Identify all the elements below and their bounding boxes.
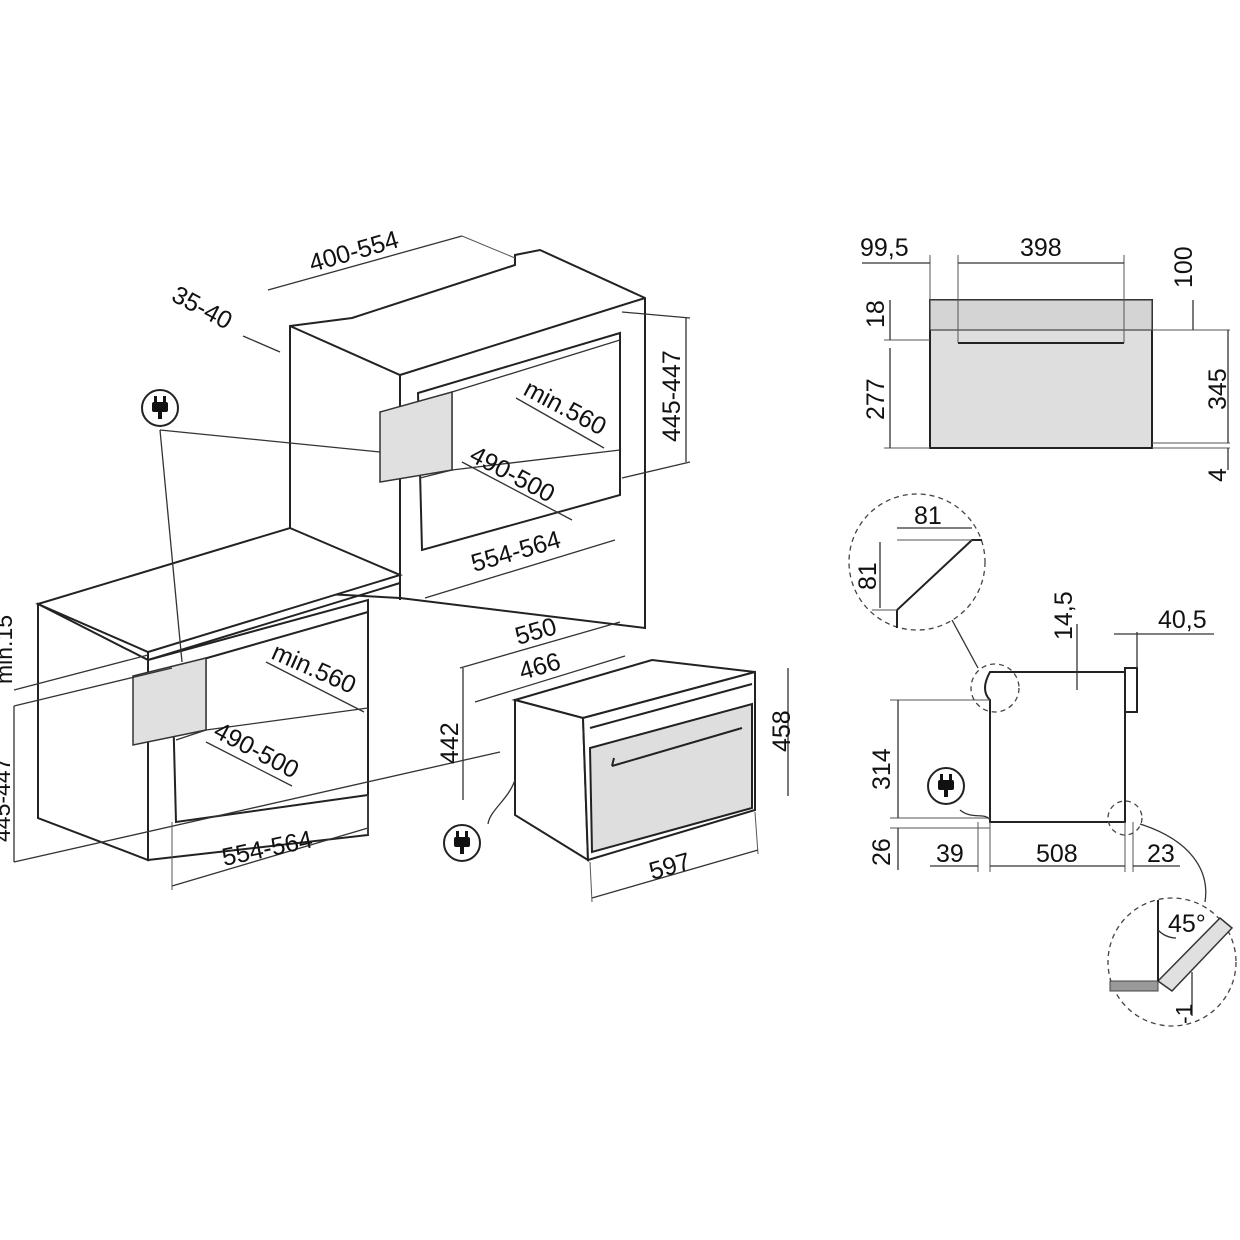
ext-line — [13, 667, 173, 707]
leader-line-lower — [159, 429, 183, 663]
detail-bottom-angle-arc — [1157, 929, 1177, 939]
dim-line-under-490-500 — [205, 741, 293, 787]
label-314: 314 — [868, 748, 896, 790]
ext-line — [461, 235, 516, 259]
label-4: 4 — [1204, 468, 1232, 482]
tall-niche-inner-top — [451, 339, 621, 393]
label-458: 458 — [768, 710, 796, 752]
label-minus1: -1 — [1171, 1004, 1197, 1024]
ext-line — [13, 654, 149, 691]
tall-cabinet — [35, 248, 646, 662]
detail-leader-top — [951, 619, 979, 669]
label-442: 442 — [436, 722, 464, 764]
control-panel-edge — [589, 683, 753, 729]
label-min15: min.15 — [0, 615, 17, 684]
detail-leader-bottom — [1139, 823, 1207, 903]
dim-line-466 — [474, 655, 626, 703]
ext-line — [621, 461, 691, 479]
dim-line-400-554 — [267, 235, 463, 291]
power-cable — [487, 779, 516, 825]
label-under-445-447: 445-447 — [0, 758, 15, 842]
dim-line-597 — [591, 849, 759, 899]
plug-icon — [443, 824, 481, 862]
label-277: 277 — [862, 378, 890, 420]
dim-line-554-564 — [424, 539, 616, 599]
label-100: 100 — [1170, 246, 1198, 288]
leader-line-upper — [159, 429, 381, 453]
dim-line-35-40 — [242, 335, 281, 353]
dim-line-490-500 — [461, 461, 573, 521]
side-view: 14,5 40,5 314 26 39 508 23 — [868, 591, 1214, 903]
detail-bottom-door — [1156, 916, 1234, 992]
label-398: 398 — [1020, 234, 1062, 262]
appliance-iso-dimensions: 550 466 442 458 597 — [436, 612, 796, 903]
ext-line — [13, 751, 501, 863]
front-view: 99,5 398 100 18 277 345 4 — [860, 234, 1232, 482]
label-99-5: 99,5 — [860, 234, 909, 262]
detail-bottom-floor — [1109, 980, 1159, 992]
label-400-554: 400-554 — [306, 226, 402, 278]
ext-line — [621, 311, 691, 319]
label-40-5: 40,5 — [1158, 606, 1207, 634]
dim-line-min560 — [515, 397, 605, 449]
tall-niche-inner-floor — [451, 449, 621, 471]
door-handle — [611, 727, 743, 767]
label-18: 18 — [862, 300, 890, 328]
appliance-side — [514, 698, 590, 862]
worktop-edge — [147, 575, 401, 662]
label-508: 508 — [1036, 840, 1078, 868]
label-23: 23 — [1147, 840, 1175, 868]
detail-top: 81 81 — [848, 493, 986, 631]
detail-bottom: 45° -1 — [1107, 897, 1237, 1027]
label-445-447: 445-447 — [658, 350, 686, 442]
label-26: 26 — [868, 838, 896, 866]
label-597: 597 — [646, 847, 694, 885]
detail-marker-top — [970, 663, 1020, 713]
under-counter-cabinet — [37, 598, 369, 862]
dim-line-under-554-564 — [171, 827, 369, 887]
label-81-h: 81 — [914, 502, 942, 530]
under-niche-inner-floor — [205, 707, 369, 731]
label-550: 550 — [512, 612, 560, 650]
label-14-5: 14,5 — [1050, 591, 1078, 640]
ext-line — [589, 861, 593, 903]
detail-bottom-circle — [1107, 897, 1237, 1027]
side-view-door — [1124, 667, 1138, 713]
ext-line — [754, 811, 759, 855]
appliance-iso — [487, 658, 756, 862]
appliance-door — [588, 702, 753, 854]
front-view-panel — [929, 299, 1153, 331]
plug-icon — [141, 389, 381, 663]
label-81-v: 81 — [854, 562, 882, 590]
label-35-40: 35-40 — [167, 281, 237, 336]
label-345: 345 — [1204, 368, 1232, 410]
side-view-body — [984, 671, 1126, 823]
tall-socket-plate — [379, 391, 453, 483]
detail-marker-bottom — [1107, 800, 1143, 836]
plug-icon — [927, 767, 965, 805]
under-socket-plate — [132, 657, 207, 746]
label-39: 39 — [936, 840, 964, 868]
door-handle-end — [611, 757, 615, 767]
dim-line-under-min560 — [265, 661, 365, 713]
label-466: 466 — [516, 647, 564, 685]
side-view-cable — [959, 809, 991, 821]
detail-top-circle — [848, 493, 986, 631]
dim-line-550 — [459, 621, 621, 669]
detail-top-chamfer — [896, 539, 982, 628]
label-45: 45° — [1168, 910, 1206, 938]
